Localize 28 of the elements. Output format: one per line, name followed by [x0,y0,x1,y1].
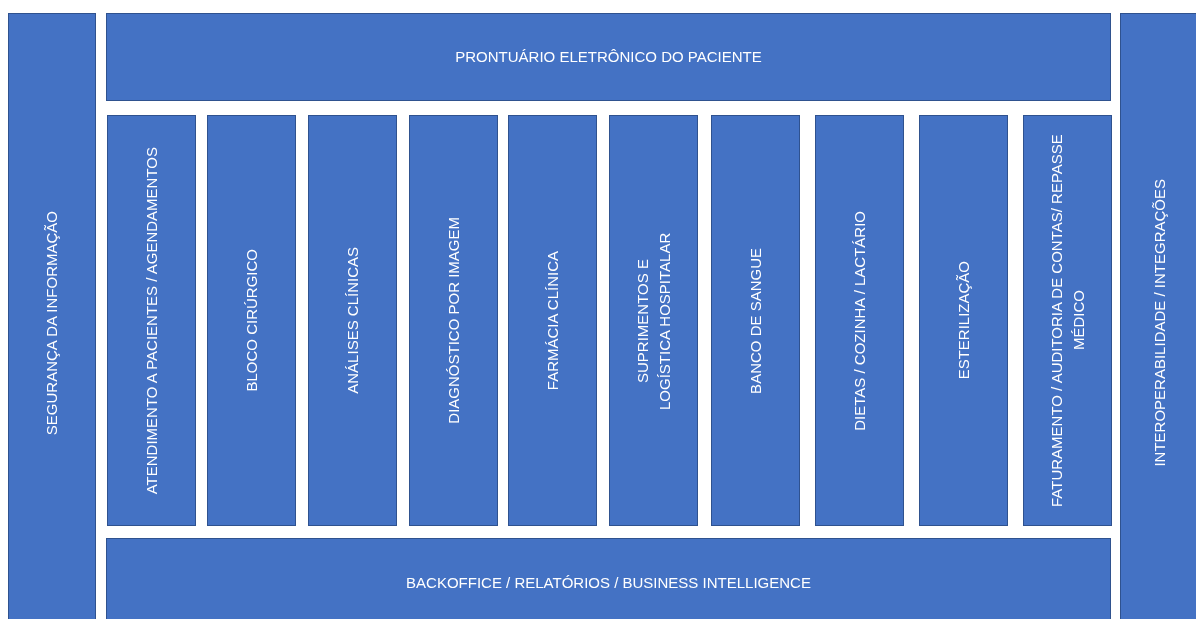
module-column [308,115,397,526]
band-label: BACKOFFICE / RELATÓRIOS / BUSINESS INTELLIGENCE [406,573,811,593]
module-column [107,115,196,526]
vertical-label: BLOCO CIRÚRGICO [241,249,261,392]
module-column [207,115,296,526]
module-column [711,115,800,526]
vertical-label: ANÁLISES CLÍNICAS [342,247,362,394]
vertical-label: ATENDIMENTO A PACIENTES / AGENDAMENTOS [141,146,161,495]
module-column [1023,115,1112,526]
vertical-label: SEGURANÇA DA INFORMAÇÃO [42,210,61,436]
vertical-label: BANCO DE SANGUE [745,247,765,394]
vertical-label: INTEROPERABILIDADE / INTEGRAÇÕES [1150,179,1169,467]
module-column [919,115,1008,526]
side-panel [1120,13,1196,619]
footer-band [106,538,1111,619]
vertical-label: ESTERILIZAÇÃO [953,261,973,380]
vertical-label: FATURAMENTO / AUDITORIA DE CONTAS/ REPASSE MÉDICO [1046,133,1088,509]
vertical-label: DIETAS / COZINHA / LACTÁRIO [849,210,869,431]
module-column [508,115,597,526]
band-label: PRONTUÁRIO ELETRÔNICO DO PACIENTE [455,47,762,67]
module-column [409,115,498,526]
vertical-label: DIAGNÓSTICO POR IMAGEM [443,217,463,424]
vertical-label: FARMÁCIA CLÍNICA [542,250,562,391]
side-panel [8,13,96,619]
vertical-label: SUPRIMENTOS E LOGÍSTICA HOSPITALAR [632,230,674,412]
module-column [815,115,904,526]
header-band [106,13,1111,101]
module-column [609,115,698,526]
